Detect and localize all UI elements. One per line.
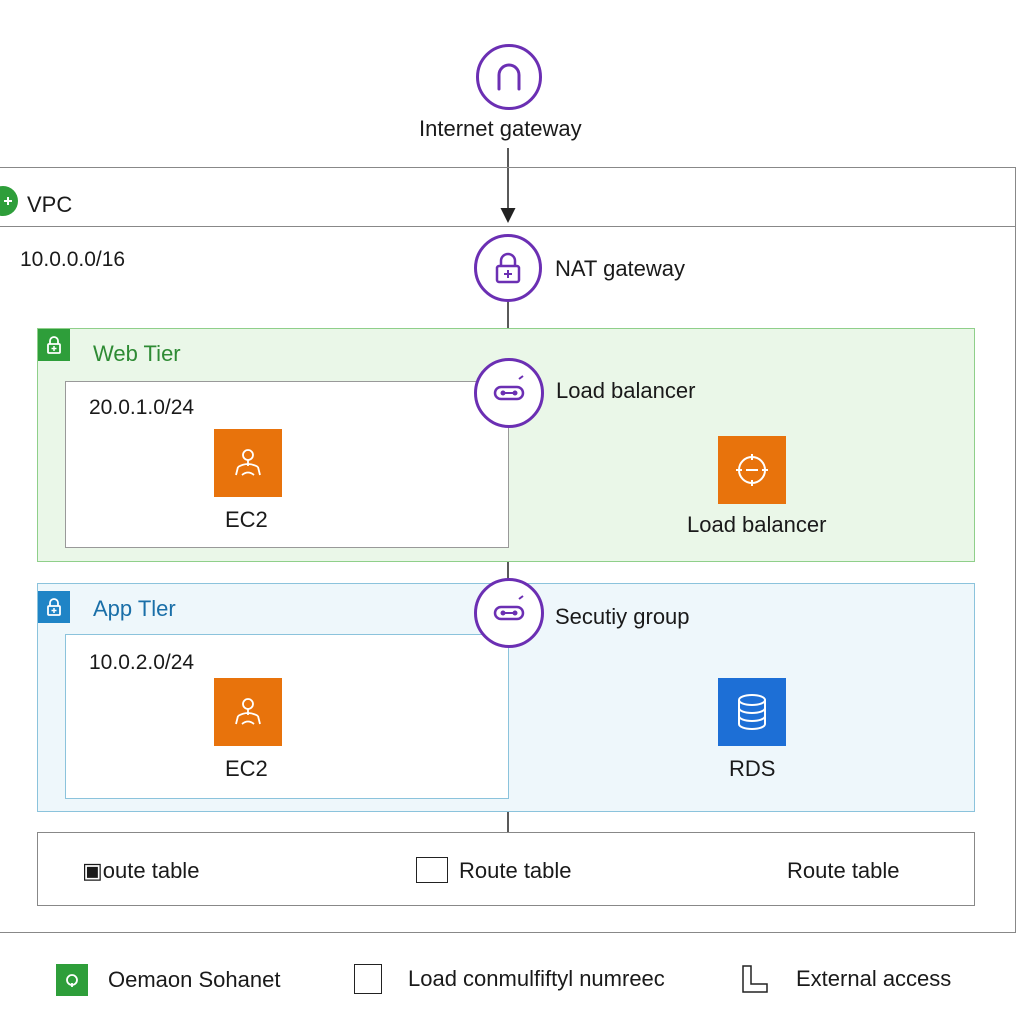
route-table-2-label: Route table bbox=[459, 858, 572, 883]
legend-item-3-label: External access bbox=[796, 966, 952, 991]
nat-gateway-icon bbox=[474, 234, 542, 302]
route-table-3-label: Route table bbox=[787, 858, 900, 883]
route-table-region bbox=[37, 832, 975, 906]
route-table-2-icon bbox=[416, 857, 448, 883]
ec2-web-icon bbox=[214, 429, 282, 497]
web-subnet-box bbox=[65, 381, 509, 548]
web-subnet-cidr: 20.0.1.0/24 bbox=[89, 396, 195, 419]
legend-external-icon bbox=[742, 965, 768, 993]
route-table-1-label: ▣oute table bbox=[82, 858, 200, 883]
legend-cloud-icon bbox=[56, 964, 88, 996]
app-tier-label: App Tler bbox=[93, 596, 176, 621]
load-balancer-top-label: Load balancer bbox=[556, 378, 696, 403]
legend-item-2: Load conmulfiftyl numreec bbox=[354, 964, 665, 994]
internet-gateway-label: Internet gateway bbox=[419, 116, 582, 141]
legend-item-3: External access bbox=[740, 964, 951, 994]
security-group-icon bbox=[474, 578, 544, 648]
vpc-label: VPC bbox=[27, 192, 73, 217]
app-subnet-box bbox=[65, 634, 509, 799]
load-balancer-top-icon bbox=[474, 358, 544, 428]
vpc-cidr: 10.0.0.0/16 bbox=[20, 248, 126, 271]
app-subnet-cidr: 10.0.2.0/24 bbox=[89, 651, 195, 674]
app-tier-lock-icon bbox=[38, 591, 70, 623]
rds-database-icon bbox=[718, 678, 786, 746]
ec2-app-icon bbox=[214, 678, 282, 746]
rds-label: RDS bbox=[729, 756, 776, 781]
legend-item-1-label: Oemaon Sohanet bbox=[108, 967, 281, 992]
vpc-inner-region bbox=[0, 226, 1016, 933]
ec2-app-label: EC2 bbox=[225, 756, 268, 781]
ec2-web-label: EC2 bbox=[225, 507, 268, 532]
legend-item-1: Oemaon Sohanet bbox=[56, 964, 280, 996]
legend-square-icon bbox=[354, 964, 382, 994]
load-balancer-right-icon bbox=[718, 436, 786, 504]
web-tier-lock-icon bbox=[38, 329, 70, 361]
legend-item-2-label: Load conmulfiftyl numreec bbox=[408, 966, 665, 991]
load-balancer-right-label: Load balancer bbox=[687, 512, 827, 537]
web-tier-label: Web Tier bbox=[93, 341, 181, 366]
nat-gateway-label: NAT gateway bbox=[555, 256, 686, 281]
vpc-cloud-icon bbox=[0, 186, 18, 216]
security-group-label: Secutiy group bbox=[555, 604, 690, 629]
internet-gateway-icon bbox=[476, 44, 542, 110]
